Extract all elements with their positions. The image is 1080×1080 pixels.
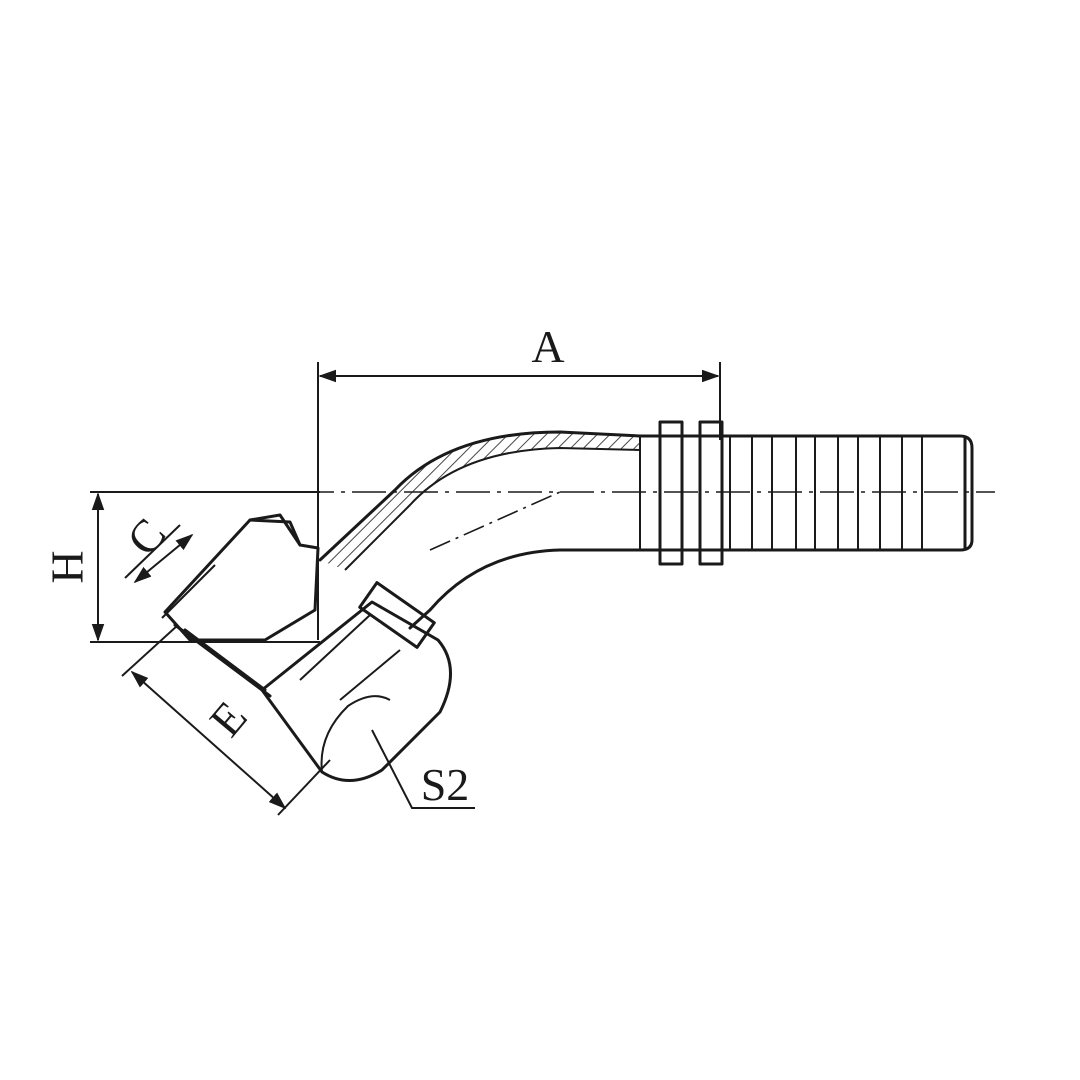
bent-tube (318, 430, 642, 630)
label-s2: S2 (421, 759, 470, 810)
label-h: H (42, 550, 93, 583)
dimension-e: E (121, 624, 331, 816)
dimension-a: A (317, 321, 721, 640)
centerline (92, 491, 995, 551)
seat-section (163, 513, 320, 698)
label-e: E (200, 692, 257, 746)
dimension-c: C (117, 509, 216, 619)
hose-tail (638, 420, 974, 566)
dimension-h: H (42, 491, 320, 643)
swivel-nut (260, 581, 452, 782)
barbs (729, 436, 923, 550)
leader-s2: S2 (371, 729, 475, 810)
label-a: A (531, 321, 564, 372)
